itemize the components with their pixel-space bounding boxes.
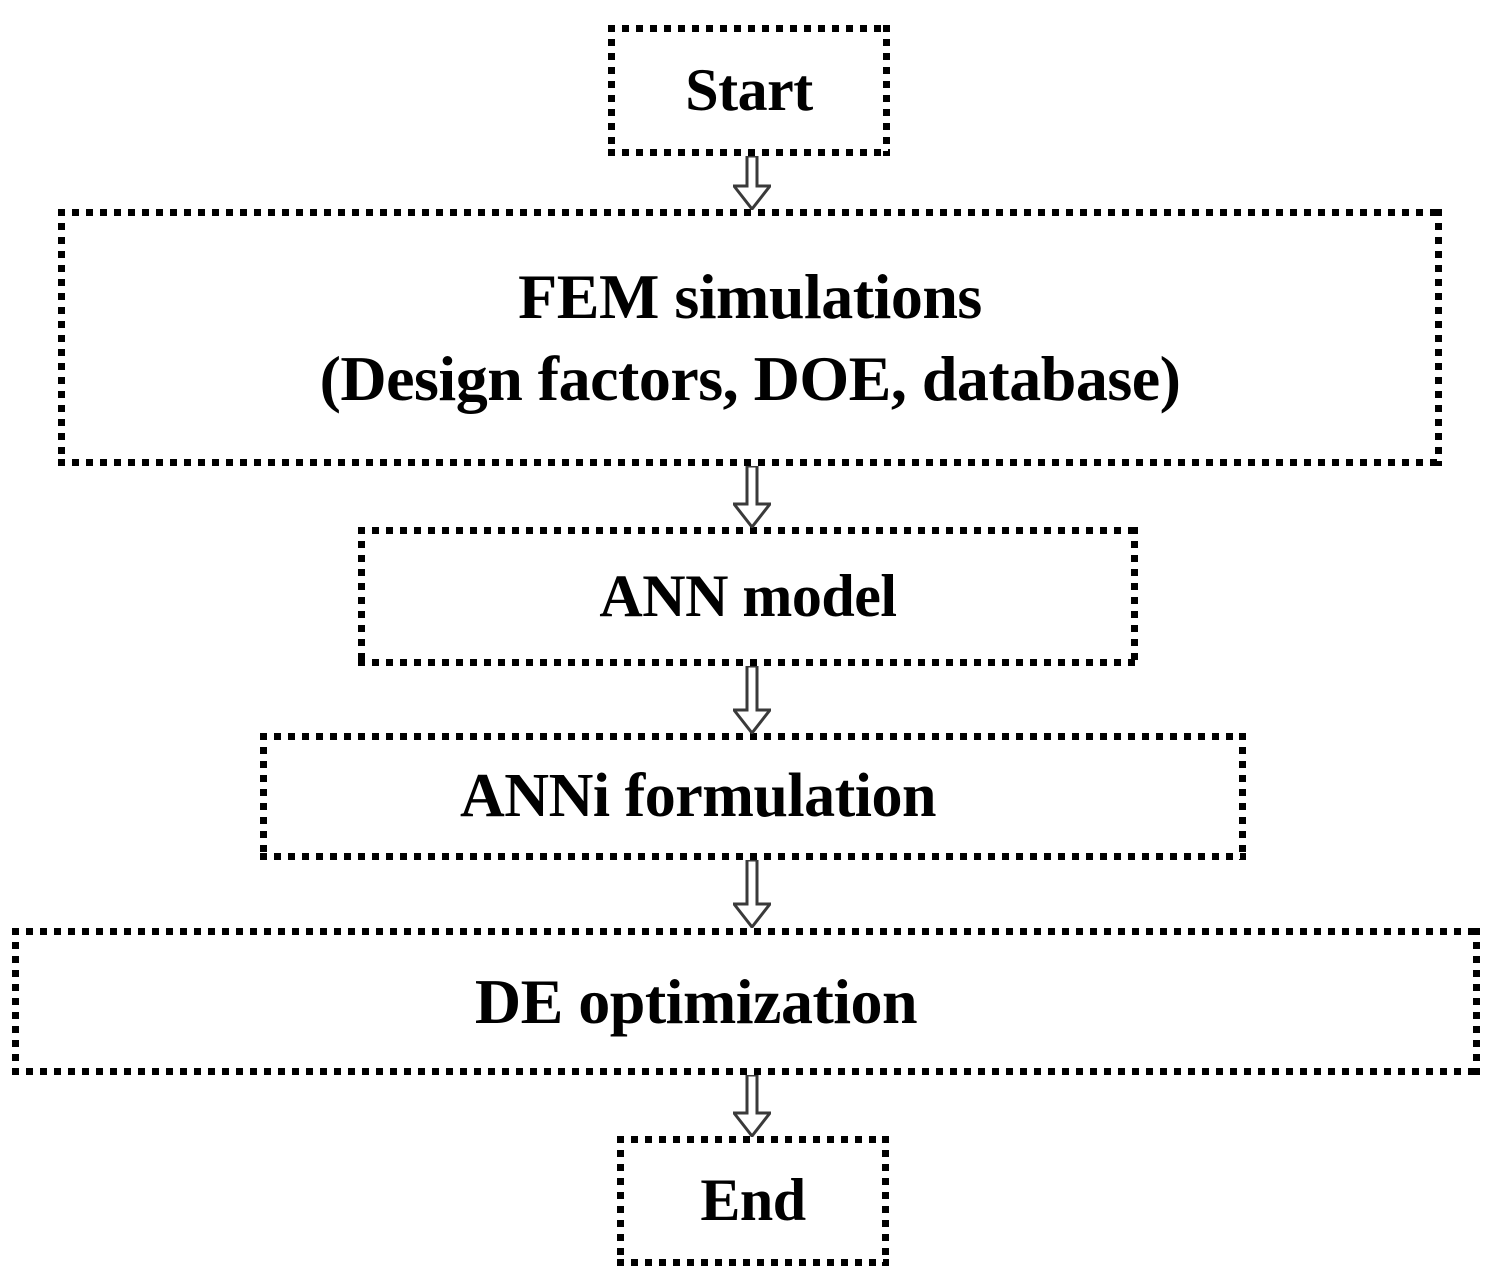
down-block-arrow-icon	[733, 666, 771, 734]
down-block-arrow-icon	[733, 860, 771, 928]
down-block-arrow-icon	[733, 1075, 771, 1137]
down-block-arrow-icon	[733, 466, 771, 528]
node-ann-label: ANN model	[599, 562, 897, 629]
node-start-label: Start	[685, 56, 813, 123]
node-anni-label: ANNi formulation	[460, 761, 936, 830]
flowchart-node-end: End	[617, 1136, 889, 1266]
flowchart-node-ann-model: ANN model	[358, 527, 1138, 666]
node-fem-label-line2: (Design factors, DOE, database)	[319, 342, 1181, 414]
node-end-label: End	[700, 1167, 806, 1234]
down-block-arrow-icon	[733, 156, 771, 210]
node-de-label: DE optimization	[474, 965, 918, 1037]
flowchart-node-fem-simulations: FEM simulations (Design factors, DOE, da…	[58, 209, 1442, 466]
node-fem-label-line1: FEM simulations	[518, 260, 982, 332]
flowchart-node-anni-formulation: ANNi formulation	[260, 733, 1246, 860]
flowchart-node-start: Start	[608, 25, 890, 156]
flowchart-node-de-optimization: DE optimization	[12, 928, 1480, 1075]
